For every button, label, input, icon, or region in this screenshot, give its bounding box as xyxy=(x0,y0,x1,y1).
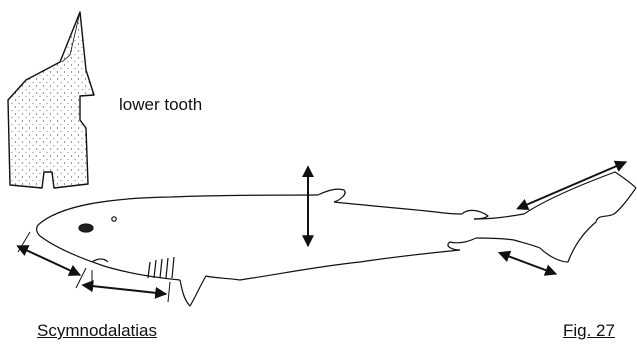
figure-number: Fig. 27 xyxy=(563,321,615,341)
shark-body xyxy=(37,172,636,306)
tooth-label: lower tooth xyxy=(119,95,202,115)
lower-tooth-drawing xyxy=(8,12,94,188)
measurement-arrows xyxy=(18,162,626,302)
genus-name: Scymnodalatias xyxy=(37,321,157,341)
